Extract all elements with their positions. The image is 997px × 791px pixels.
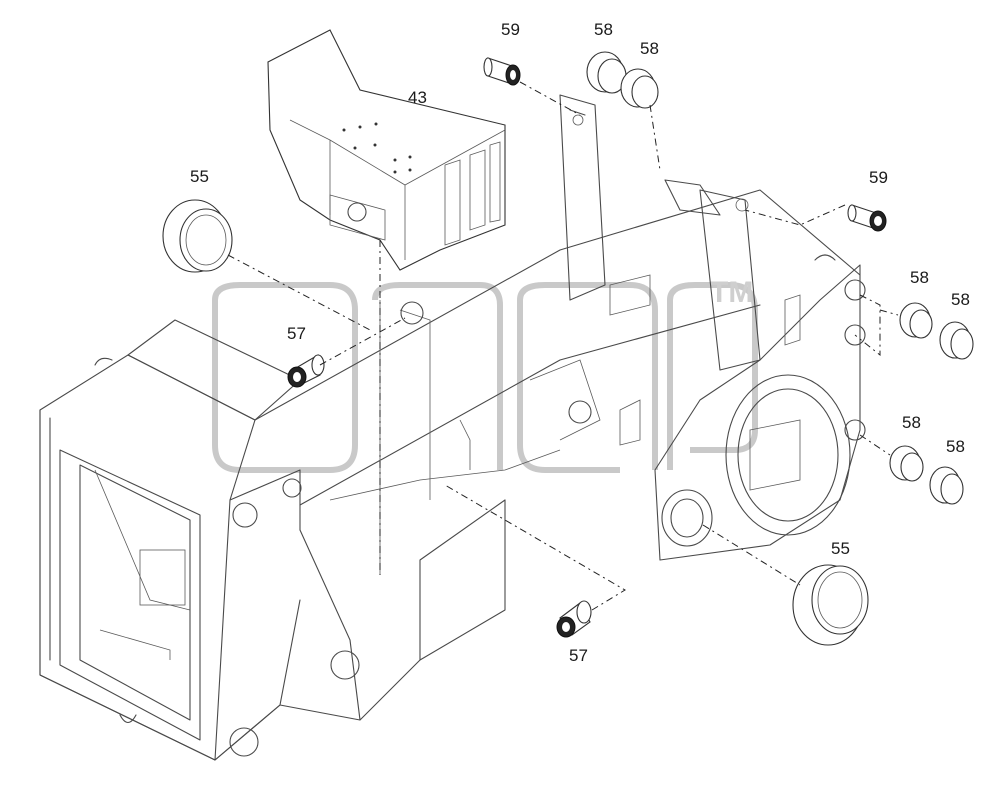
callout-58-top-a: 58 <box>594 20 613 39</box>
trademark-mark: TM <box>710 276 753 309</box>
callout-59-top: 59 <box>501 20 520 39</box>
callout-58-right-b: 58 <box>951 290 970 309</box>
ring-55-right <box>792 564 869 646</box>
ring-58-lower-a <box>889 445 924 482</box>
callout-43: 43 <box>408 88 427 107</box>
ring-58-lower-b <box>929 466 964 505</box>
callout-58-lower-a: 58 <box>902 413 921 432</box>
ring-55-left <box>162 199 233 273</box>
callout-57-upper: 57 <box>287 324 306 343</box>
callout-59-right: 59 <box>869 168 888 187</box>
main-frame <box>39 94 866 761</box>
leader-lines <box>227 81 899 611</box>
bushing-59-right <box>847 204 887 232</box>
callout-58-lower-b: 58 <box>946 437 965 456</box>
bushing-57-lower <box>556 600 592 638</box>
ring-58-right-b <box>939 321 974 360</box>
callout-55-right: 55 <box>831 539 850 558</box>
cover-holes <box>342 122 412 174</box>
watermark: TM <box>212 276 758 473</box>
bushing-57-upper <box>287 354 325 388</box>
cover-part-43 <box>267 29 506 271</box>
ring-58-right-a <box>899 302 933 339</box>
callout-labels: 43 59 58 58 59 55 58 58 57 58 58 55 57 <box>190 20 970 665</box>
bushing-59-top <box>483 57 521 86</box>
callout-58-top-b: 58 <box>640 39 659 58</box>
callout-55-left: 55 <box>190 167 209 186</box>
callout-58-right-a: 58 <box>910 268 929 287</box>
callout-57-lower: 57 <box>569 646 588 665</box>
ring-58-top-b <box>620 68 659 109</box>
ring-58-top-a <box>586 51 627 94</box>
